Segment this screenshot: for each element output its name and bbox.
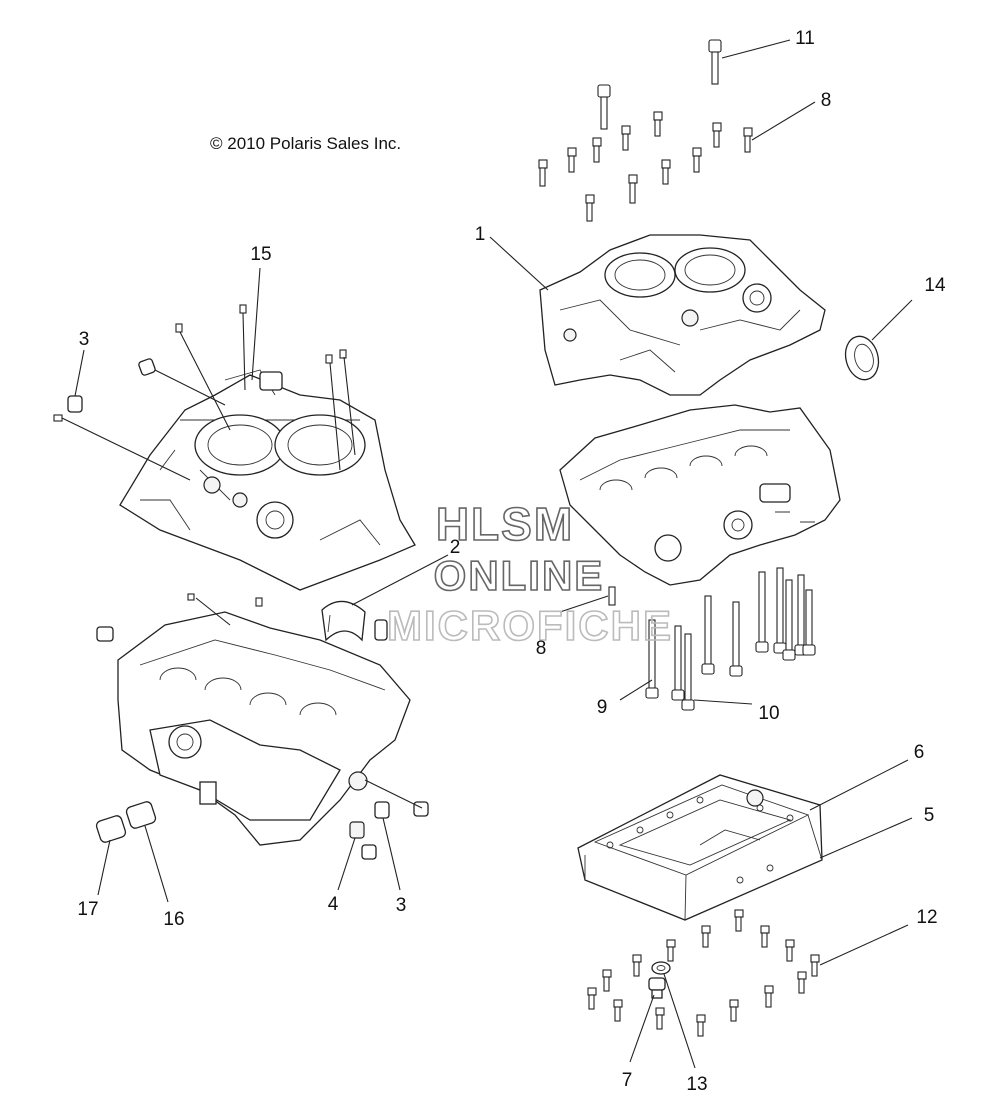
drain-plug <box>648 961 671 999</box>
right-lower-crankcase <box>559 404 841 586</box>
upper-bolts <box>538 39 753 222</box>
oil-pan-bolts <box>587 909 820 1037</box>
callout-15: 15 <box>250 244 271 265</box>
callout-labels: 11 8 1 15 14 3 2 8 9 10 6 5 17 16 4 3 12… <box>77 28 946 1095</box>
crankshaft-seal <box>844 335 880 381</box>
leader-14 <box>871 299 913 341</box>
lower-right-leaders <box>559 595 753 705</box>
callout-17: 17 <box>77 899 98 920</box>
leader-1 <box>489 236 549 291</box>
callout-1: 1 <box>475 224 486 245</box>
callout-11: 11 <box>795 28 815 49</box>
callout-3-right: 3 <box>396 895 407 916</box>
callout-16: 16 <box>163 909 184 930</box>
copyright-notice: © 2010 Polaris Sales Inc. <box>210 134 401 153</box>
right-upper-crankcase <box>539 234 826 396</box>
leader-12 <box>819 924 909 966</box>
watermark: HLSM ONLINE MICROFICHE <box>386 497 673 650</box>
callout-6: 6 <box>914 742 925 763</box>
callout-13: 13 <box>686 1074 707 1095</box>
left-upper-crankcase <box>119 369 416 591</box>
lower-left-fittings <box>95 593 429 860</box>
callout-5: 5 <box>924 805 935 826</box>
callout-8-top: 8 <box>821 90 832 111</box>
upper-bolt-leaders <box>721 39 816 141</box>
watermark-line-1: HLSM <box>436 498 574 550</box>
callout-12: 12 <box>916 907 937 928</box>
callout-7: 7 <box>622 1070 633 1091</box>
drain-plug-leaders <box>629 973 696 1069</box>
left-lower-crankcase <box>117 611 411 846</box>
callout-14: 14 <box>924 275 946 296</box>
main-bearing-shell <box>321 600 388 642</box>
callout-4: 4 <box>328 894 339 915</box>
long-crankcase-bolts <box>608 567 816 711</box>
oil-pan <box>577 774 823 921</box>
upper-left-leaders <box>61 267 356 481</box>
callout-3-left: 3 <box>79 329 90 350</box>
callout-2: 2 <box>450 537 461 558</box>
callout-8-mid: 8 <box>536 638 547 659</box>
watermark-line-3: MICROFICHE <box>387 602 673 649</box>
callout-10: 10 <box>758 703 779 724</box>
watermark-line-2: ONLINE <box>434 552 605 599</box>
callout-9: 9 <box>597 697 608 718</box>
lower-left-leaders <box>97 554 449 903</box>
oil-pan-leaders <box>809 759 913 859</box>
